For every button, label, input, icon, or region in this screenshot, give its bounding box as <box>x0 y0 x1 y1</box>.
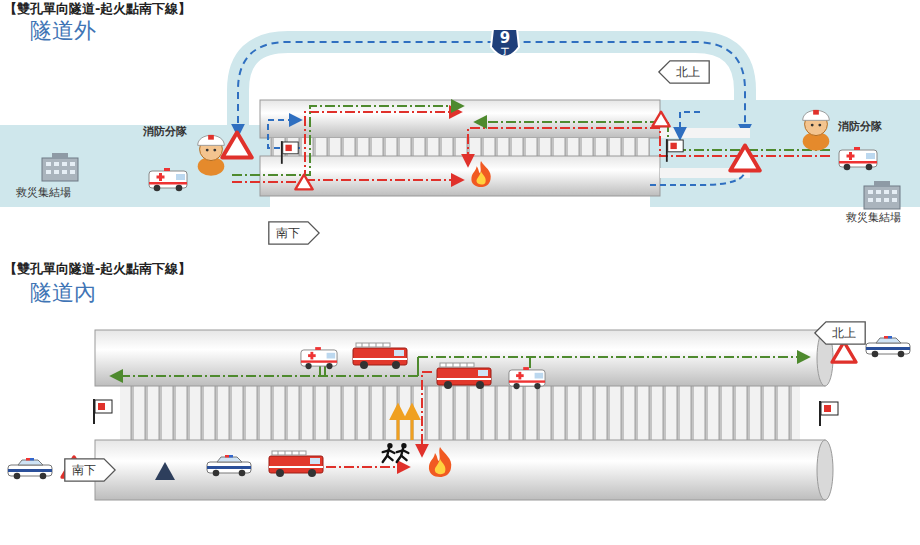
direction-label: 北上 <box>676 66 700 78</box>
staging-area-label: 救災集結場 <box>16 187 71 200</box>
fire-station-label: 消防分隊 <box>143 126 187 139</box>
direction-arrow: 南下 <box>268 221 320 245</box>
arrow-shape <box>65 459 115 481</box>
section-title: 隧道外 <box>30 18 96 43</box>
direction-label: 南下 <box>276 227 300 239</box>
direction-arrow: 北上 <box>814 321 866 345</box>
arrow-shape <box>269 222 319 244</box>
route-suffix: 丁 <box>501 47 509 56</box>
staging-area-label: 救災集結場 <box>846 212 901 225</box>
direction-label: 南下 <box>72 464 96 476</box>
arrow-shape <box>815 322 865 344</box>
panel-heading: 【雙孔單向隧道-起火點南下線】 <box>4 262 191 277</box>
direction-arrow: 北上 <box>658 60 710 84</box>
direction-arrow: 南下 <box>64 458 116 482</box>
section-title: 隧道內 <box>30 280 96 305</box>
arrow-shape <box>659 61 709 83</box>
route-number: 9 <box>500 30 510 47</box>
direction-label: 北上 <box>832 327 856 339</box>
panel-heading: 【雙孔單向隧道-起火點南下線】 <box>4 2 191 17</box>
fire-station-label: 消防分隊 <box>838 121 882 134</box>
